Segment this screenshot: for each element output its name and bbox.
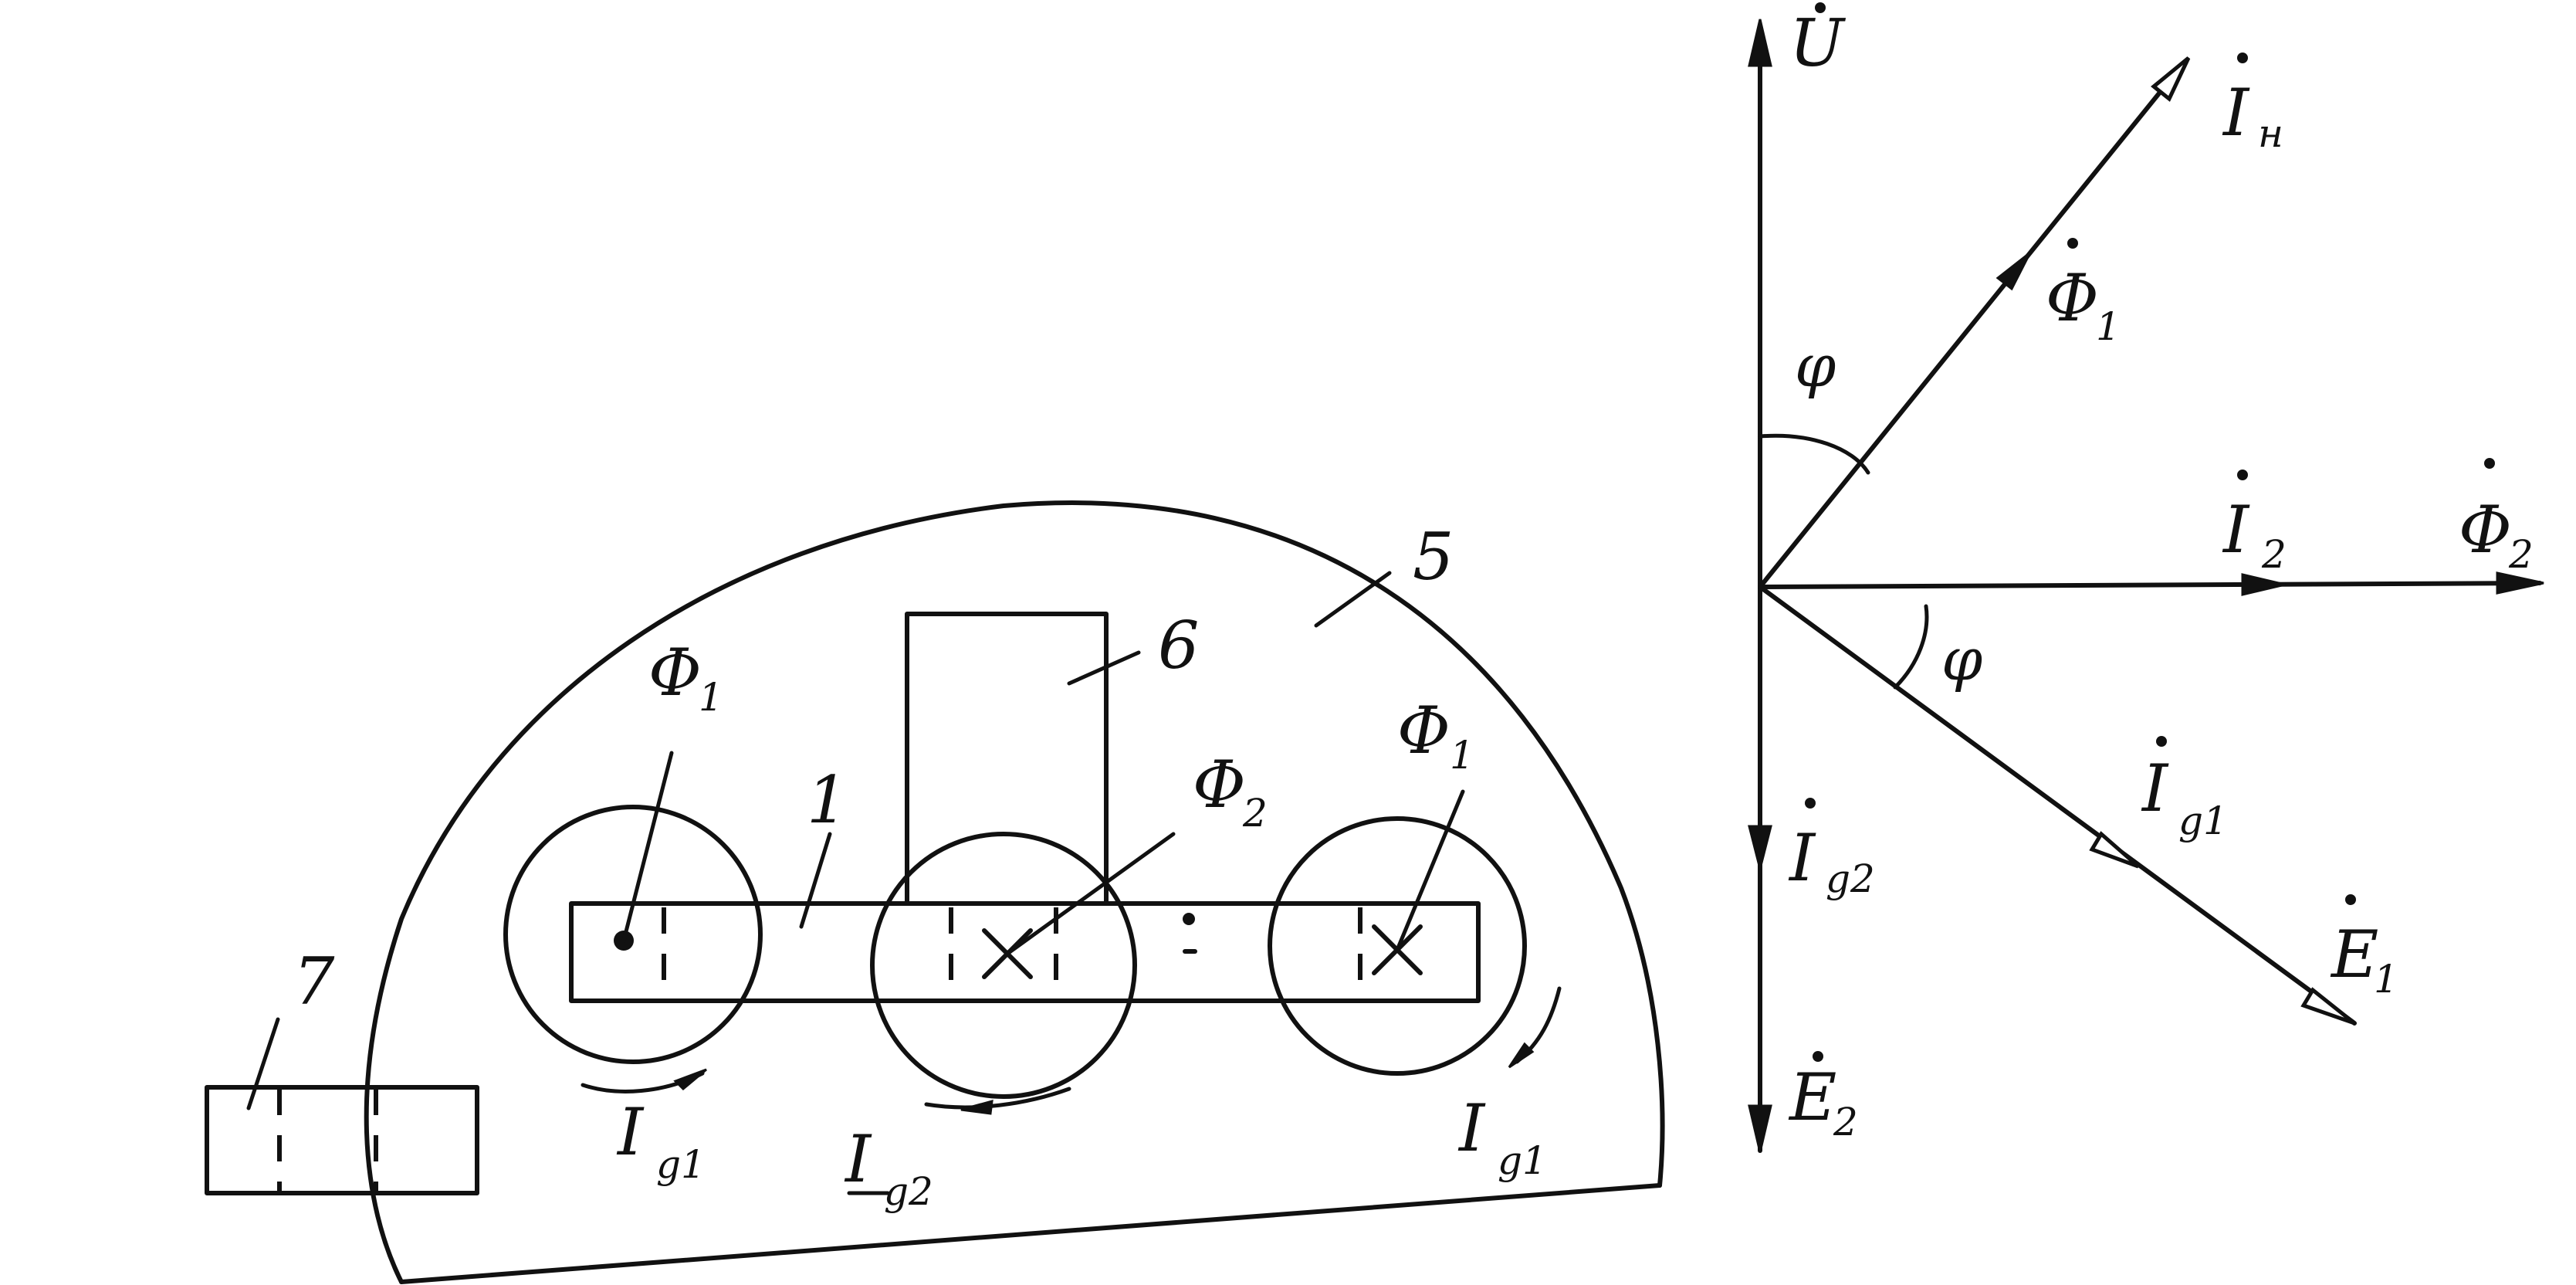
left-current-label: I bbox=[616, 1094, 645, 1170]
part-7-block: 7 bbox=[205, 944, 479, 1195]
label-I_g1-sub: g1 bbox=[2178, 798, 2228, 843]
label-1: 1 bbox=[807, 762, 848, 838]
label-I_g1-dot bbox=[2156, 736, 2167, 747]
angle-arc-lower bbox=[1893, 604, 1929, 690]
phasor-I_g1-arrowhead bbox=[2089, 831, 2140, 869]
label-E_2-dot bbox=[1813, 1051, 1823, 1062]
angle-arc-upper bbox=[1758, 433, 1870, 475]
right-flux-sub: 1 bbox=[1450, 733, 1474, 778]
label-U: U bbox=[1789, 5, 1847, 81]
main-bar-1 bbox=[569, 901, 1481, 1003]
left-current-sub: g1 bbox=[656, 1142, 706, 1187]
label-Phi_1-sub: 1 bbox=[2096, 304, 2121, 349]
center-coil: Φ 2 I g2 bbox=[844, 747, 1268, 1214]
label-E_1-sub: 1 bbox=[2374, 957, 2398, 1002]
label-E_1-dot bbox=[2345, 894, 2356, 905]
label-5: 5 bbox=[1413, 519, 1454, 595]
label-I_n-sub: н bbox=[2258, 111, 2283, 156]
device-sketch: 5 6 1 Φ 1 I g1 Φ bbox=[205, 500, 1665, 1284]
bar-leader-1 bbox=[799, 832, 832, 929]
label-U-dot bbox=[1815, 2, 1826, 13]
label-E_2: E bbox=[1788, 1060, 1836, 1135]
right-coil-flux-leader bbox=[1395, 789, 1465, 952]
phasor-I_n-arrowhead bbox=[2151, 56, 2191, 102]
block-6 bbox=[905, 612, 1109, 906]
part-7-leader bbox=[246, 1017, 280, 1110]
label-E_1: E bbox=[2330, 917, 2378, 992]
label-I_2: I bbox=[2222, 492, 2250, 568]
housing-leader-5 bbox=[1314, 571, 1392, 628]
right-coil-circle bbox=[1268, 816, 1527, 1076]
phasor-I_2-arrowhead bbox=[2241, 573, 2286, 596]
left-coil-flux-leader bbox=[621, 751, 674, 943]
left-coil-circle bbox=[503, 805, 763, 1064]
label-6: 6 bbox=[1158, 608, 1199, 683]
label-I_g2-dot bbox=[1805, 798, 1816, 809]
phasor-diagram: U I g2 E 2 I 2 Φ 2 I н Φ 1 φ bbox=[1748, 2, 2544, 1153]
housing-base-line bbox=[399, 1183, 1662, 1284]
center-current-label: I bbox=[844, 1121, 872, 1197]
right-current-label: I bbox=[1457, 1090, 1486, 1166]
phasor-I_g1-E_1 bbox=[1758, 585, 2357, 1026]
phasor-I_n-Phi_1 bbox=[1758, 59, 2187, 589]
housing-outline bbox=[364, 500, 1665, 1284]
left-coil: Φ 1 I g1 bbox=[503, 635, 763, 1187]
phasor-E_2-arrowhead bbox=[1748, 1104, 1772, 1153]
label-I_g1: I bbox=[2141, 751, 2169, 826]
label-7: 7 bbox=[293, 944, 335, 1019]
center-flux-sub: 2 bbox=[1242, 791, 1268, 836]
center-coil-flux-leader bbox=[1005, 832, 1176, 956]
phasor-Phi_1-arrowhead bbox=[1995, 251, 2032, 291]
right-current-arrowhead bbox=[1508, 1042, 1535, 1069]
label-phi-lower: φ bbox=[1941, 625, 1982, 693]
label-Phi_2-dot bbox=[2484, 458, 2495, 469]
label-I_n-dot bbox=[2237, 53, 2248, 63]
mid-mark-top bbox=[1183, 913, 1195, 925]
center-current-arrowhead bbox=[960, 1099, 994, 1115]
label-I_g2: I bbox=[1788, 820, 1816, 896]
block-6-leader bbox=[1067, 650, 1141, 686]
part-7-rect bbox=[205, 1085, 479, 1195]
left-flux-label: Φ bbox=[648, 635, 702, 710]
phasor-E_1-arrowhead bbox=[2300, 987, 2356, 1026]
center-current-sub: g2 bbox=[884, 1169, 933, 1214]
label-Phi_1: Φ bbox=[2046, 260, 2099, 336]
phasor-U-arrowhead bbox=[1748, 19, 1772, 67]
label-I_2-dot bbox=[2237, 470, 2248, 480]
right-current-sub: g1 bbox=[1498, 1138, 1547, 1183]
label-Phi_2: Φ bbox=[2459, 492, 2512, 568]
phasor-I_g2-arrowhead bbox=[1748, 825, 1772, 870]
label-I_n: I bbox=[2222, 75, 2250, 151]
left-flux-sub: 1 bbox=[699, 675, 723, 720]
center-current-arc bbox=[924, 1087, 1071, 1110]
label-I_g2-sub: g2 bbox=[1826, 856, 1875, 901]
right-coil: Φ 1 I g1 bbox=[1268, 693, 1562, 1183]
left-current-arrowhead bbox=[673, 1068, 707, 1091]
label-I_2-sub: 2 bbox=[2261, 532, 2287, 577]
right-flux-label: Φ bbox=[1397, 693, 1450, 768]
phasor-I_2-Phi_2 bbox=[1758, 581, 2542, 589]
label-E_2-sub: 2 bbox=[1833, 1100, 1858, 1144]
label-Phi_2-sub: 2 bbox=[2508, 532, 2534, 577]
label-phi-upper: φ bbox=[1795, 331, 1836, 400]
center-flux-label: Φ bbox=[1193, 747, 1246, 822]
phasor-Phi_2-arrowhead bbox=[2496, 571, 2544, 595]
center-coil-circle bbox=[870, 832, 1137, 1099]
label-Phi_1-dot bbox=[2067, 238, 2078, 249]
